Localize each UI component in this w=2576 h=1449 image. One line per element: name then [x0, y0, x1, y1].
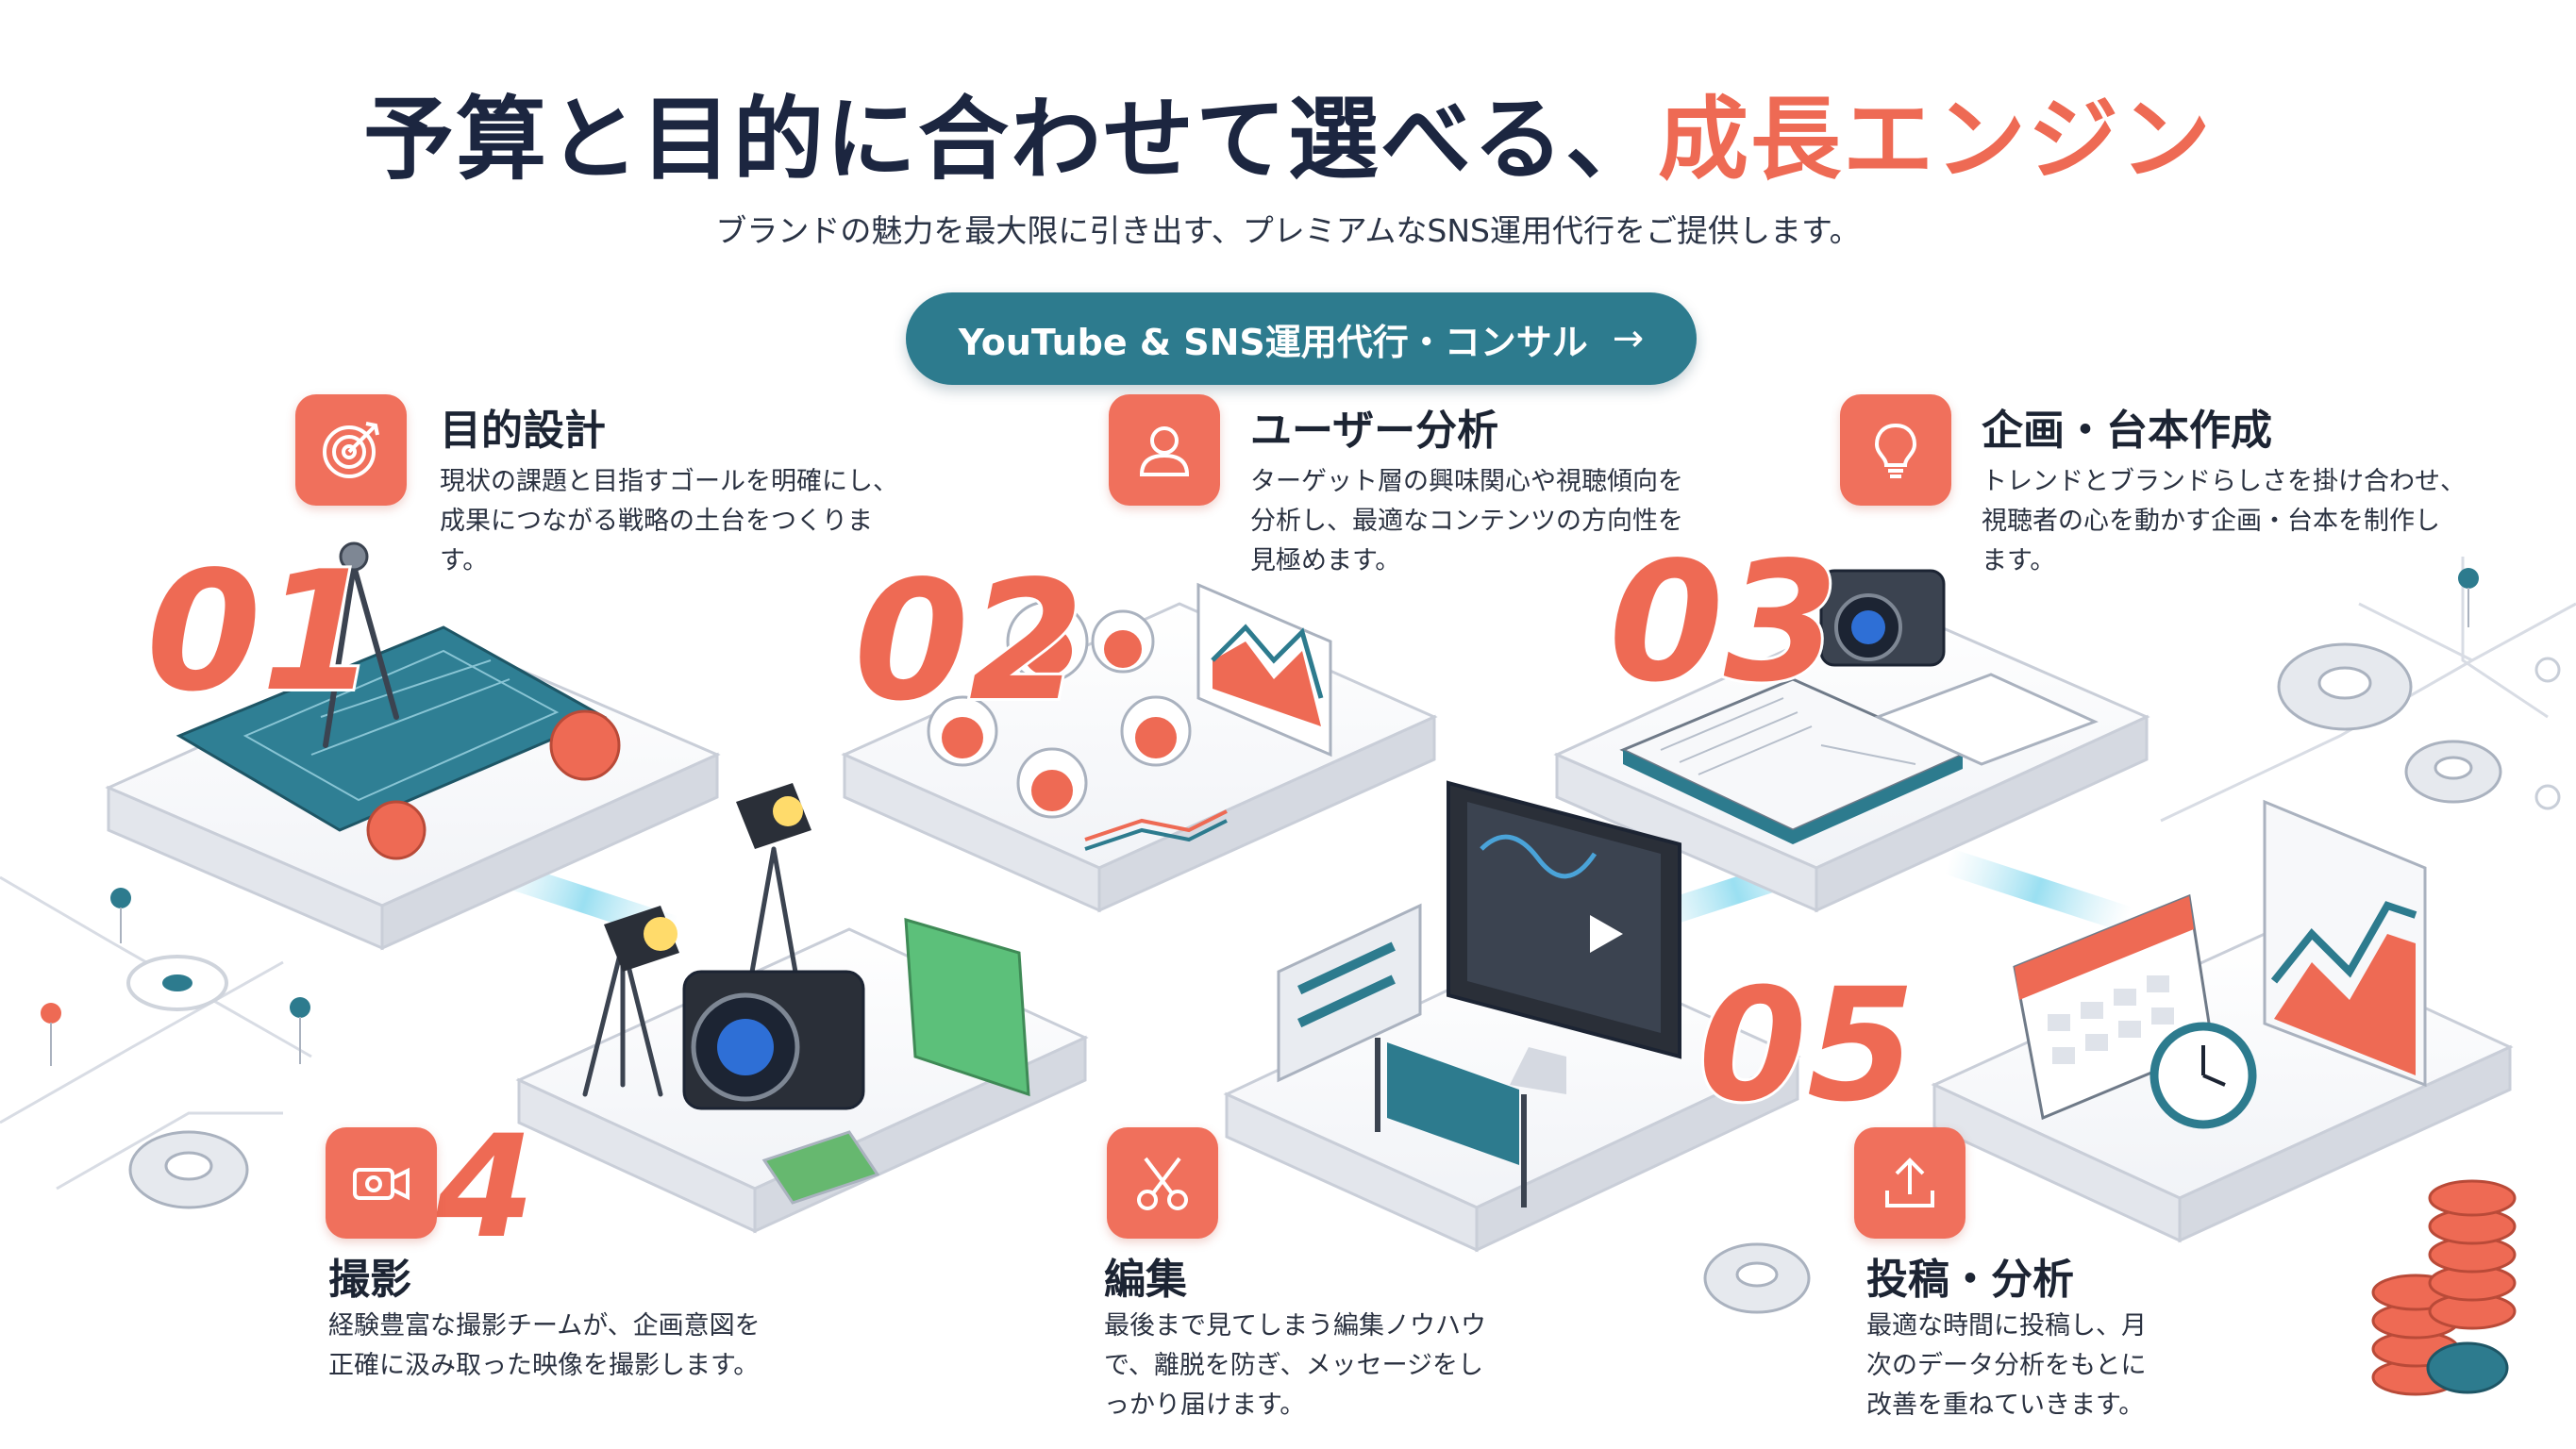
arrow-right-icon: → — [1612, 317, 1645, 360]
step-desc-1-line-2: 成果につながる戦略の土台をつくりま — [440, 507, 873, 536]
target-icon — [295, 394, 407, 506]
video-camera-icon — [326, 1127, 437, 1239]
step-desc-6-line-3: 改善を重ねていきます。 — [1866, 1391, 2145, 1420]
user-icon — [1109, 394, 1220, 506]
page-title-main: 予算と目的に合わせて選べる、 — [363, 87, 1658, 192]
step-title-1: 目的設計 — [440, 407, 606, 455]
step-desc-6-line-1: 最適な時間に投稿し、月 — [1866, 1311, 2147, 1341]
step-title-5: 編集 — [1104, 1256, 1187, 1304]
step-desc-6-line-2: 次のデータ分析をもとに — [1866, 1351, 2147, 1380]
step-desc-2-line-2: 分析し、最適なコンテンツの方向性を — [1250, 507, 1683, 536]
step-number-2: 02 — [854, 546, 1084, 738]
step-desc-3: トレンドとブランドらしさを掛け合わせ、 視聴者の心を動かす企画・台本を制作し ま… — [1982, 462, 2510, 581]
step-desc-3-line-3: ます。 — [1982, 546, 2056, 575]
step-desc-2: ターゲット層の興味関心や視聴傾向を 分析し、最適なコンテンツの方向性を 見極めま… — [1250, 462, 1741, 581]
step-title-6: 投稿・分析 — [1866, 1256, 2074, 1304]
step-desc-1: 現状の課題と目指すゴールを明確にし、 成果につながる戦略の土台をつくりま す。 — [440, 462, 930, 581]
page-subtitle: ブランドの魅力を最大限に引き出す、プレミアムなSNS運用代行をご提供します。 — [715, 212, 1861, 249]
lightbulb-icon — [1840, 394, 1951, 506]
step-title-3: 企画・台本作成 — [1982, 407, 2272, 455]
step-desc-3-line-2: 視聴者の心を動かす企画・台本を制作し — [1982, 507, 2440, 536]
page-title: 予算と目的に合わせて選べる、成長エンジン — [0, 66, 2576, 197]
step-desc-5-line-2: で、離脱を防ぎ、メッセージをし — [1104, 1351, 1484, 1380]
step-desc-4-line-2: 正確に汲み取った映像を撮影します。 — [328, 1351, 760, 1380]
step-number-4: 4 — [435, 1106, 534, 1270]
step-desc-6: 最適な時間に投稿し、月 次のデータ分析をもとに 改善を重ねていきます。 — [1866, 1307, 2244, 1425]
step-number-3: 03 — [1609, 527, 1839, 719]
step-desc-4: 経験豊富な撮影チームが、企画意図を 正確に汲み取った映像を撮影します。 — [328, 1307, 819, 1386]
step-title-4: 撮影 — [328, 1256, 411, 1304]
step-desc-5-line-3: っかり届けます。 — [1104, 1391, 1306, 1420]
cta-label: YouTube & SNS運用代行・コンサル — [958, 321, 1588, 363]
page-title-accent: 成長エンジン — [1658, 87, 2213, 192]
step-desc-1-line-1: 現状の課題と目指すゴールを明確にし、 — [440, 467, 898, 496]
step-desc-2-line-3: 見極めます。 — [1250, 546, 1401, 575]
step-desc-1-line-3: す。 — [440, 546, 489, 575]
step-number-1: 01 — [146, 537, 376, 728]
cta-button[interactable]: YouTube & SNS運用代行・コンサル → — [906, 292, 1697, 385]
step-title-2: ユーザー分析 — [1250, 407, 1499, 455]
step-desc-2-line-1: ターゲット層の興味関心や視聴傾向を — [1250, 467, 1683, 496]
upload-icon — [1854, 1127, 1965, 1239]
step-desc-5: 最後まで見てしまう編集ノウハウ で、離脱を防ぎ、メッセージをし っかり届けます。 — [1104, 1307, 1500, 1425]
step-desc-5-line-1: 最後まで見てしまう編集ノウハウ — [1104, 1311, 1486, 1341]
step-desc-4-line-1: 経験豊富な撮影チームが、企画意図を — [328, 1311, 761, 1341]
scissors-icon — [1107, 1127, 1218, 1239]
step-desc-3-line-1: トレンドとブランドらしさを掛け合わせ、 — [1982, 467, 2466, 496]
step-number-5: 05 — [1698, 955, 1915, 1136]
